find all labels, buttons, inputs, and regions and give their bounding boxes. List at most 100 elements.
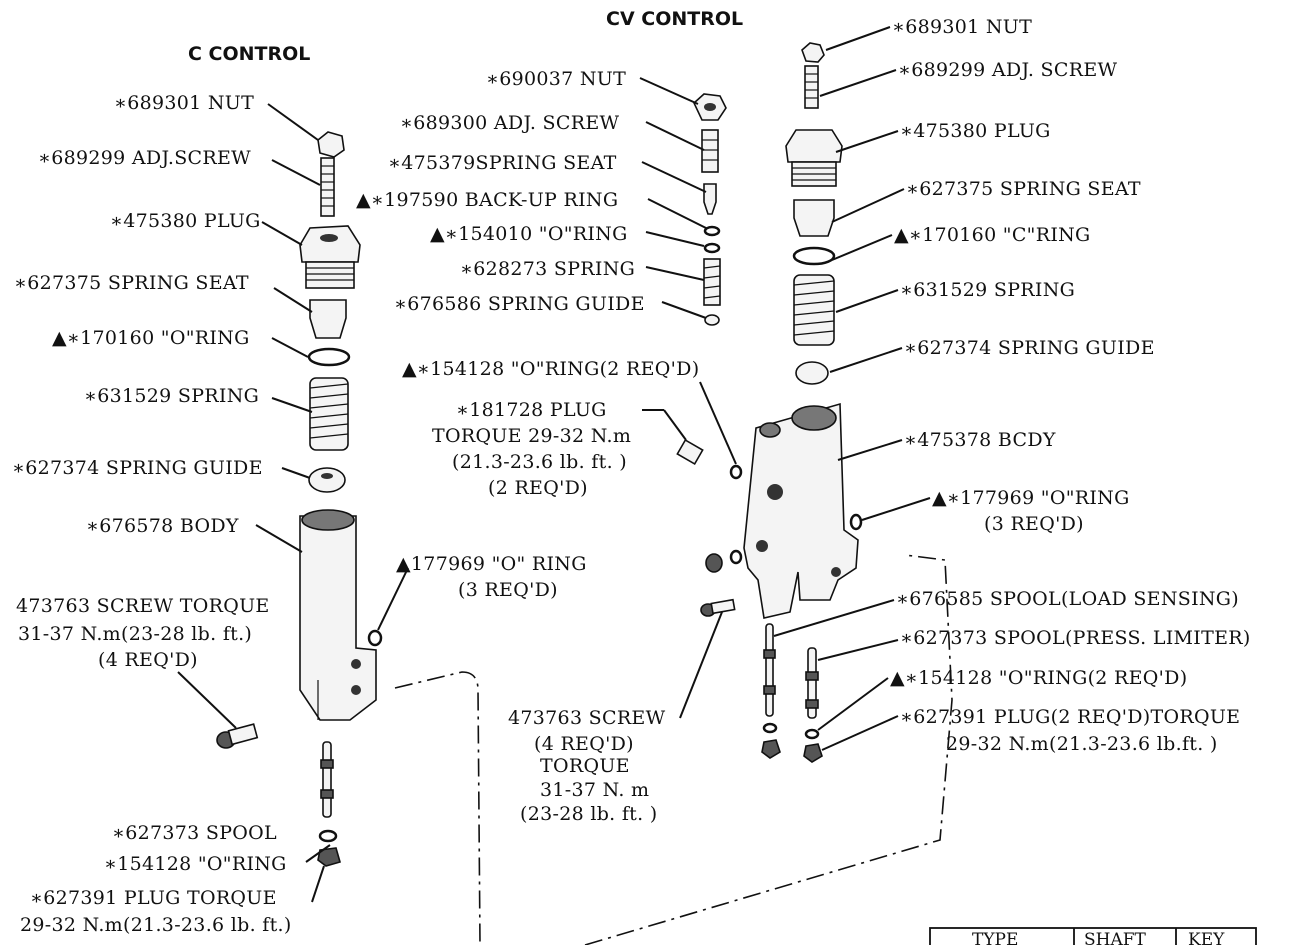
c-o-ring-part bbox=[307, 347, 351, 367]
c-nut-part bbox=[317, 131, 345, 158]
cv-plug-label: ∗475380 PLUG bbox=[900, 120, 1051, 142]
c-plug-part bbox=[299, 225, 361, 289]
c-177969-o-ring-label: ▲177969 "O" RING bbox=[396, 553, 587, 575]
cv-nut-label: ∗689301 NUT bbox=[892, 16, 1032, 38]
cv-control-labels: ∗689301 NUT ∗689299 ADJ. SCREW ∗475380 P… bbox=[890, 16, 1251, 755]
type-shaft-key-table: TYPE SHAFT KEY bbox=[929, 927, 1257, 945]
mid-screw-part bbox=[700, 598, 736, 617]
mid-spring-label: ∗628273 SPRING bbox=[460, 258, 635, 280]
cv-press-limiter-spool-label: ∗627373 SPOOL(PRESS. LIMITER) bbox=[900, 627, 1251, 649]
mid-screw-label: 473763 SCREW bbox=[508, 707, 666, 729]
c-control-labels: ∗689301 NUT ∗689299 ADJ.SCREW ∗475380 PL… bbox=[12, 92, 587, 936]
mid-adj-screw-part bbox=[701, 129, 719, 173]
cv-leaders bbox=[773, 26, 931, 751]
cv-154128-o-ring-label: ▲∗154128 "O"RING(2 REQ'D) bbox=[890, 667, 1187, 689]
c-177969-qty-label: (3 REQ'D) bbox=[458, 579, 558, 601]
cv-spring-seat-label: ∗627375 SPRING SEAT bbox=[906, 178, 1141, 200]
cv-spring-label: ∗631529 SPRING bbox=[900, 279, 1075, 301]
cv-body-label: ∗475378 BCDY bbox=[904, 429, 1056, 451]
c-control-leaders bbox=[177, 103, 409, 903]
c-spool-part bbox=[320, 741, 334, 818]
cv-c-ring-label: ▲∗170160 "C"RING bbox=[894, 224, 1091, 246]
mid-spring-guide-label: ∗676586 SPRING GUIDE bbox=[394, 293, 645, 315]
mid-spring-guide-part bbox=[704, 314, 720, 326]
mid-screw-qty-label: (4 REQ'D) bbox=[534, 733, 634, 755]
mid-nut-label: ∗690037 NUT bbox=[486, 68, 626, 90]
table-header-type: TYPE bbox=[972, 930, 1018, 945]
mid-o-ring-label: ▲∗154010 "O"RING bbox=[430, 223, 628, 245]
c-screw-label: 473763 SCREW TORQUE bbox=[16, 595, 270, 617]
mid-spring-seat-label: ∗475379SPRING SEAT bbox=[388, 152, 617, 174]
mid-spring-seat-part bbox=[703, 183, 717, 215]
cv-control-parts bbox=[705, 42, 863, 763]
c-body-part bbox=[299, 509, 377, 721]
mid-plug-part bbox=[676, 438, 704, 466]
middle-parts bbox=[676, 93, 743, 617]
c-adj-screw-part bbox=[320, 157, 335, 217]
cv-body-part bbox=[743, 402, 859, 619]
mid-181728-qty-label: (2 REQ'D) bbox=[488, 477, 588, 499]
cv-load-sensing-spool-label: ∗676585 SPOOL(LOAD SENSING) bbox=[896, 588, 1239, 610]
cv-side-plug-part bbox=[705, 549, 743, 573]
mid-plug-o-ring-part bbox=[729, 464, 743, 480]
mid-adj-screw-label: ∗689300 ADJ. SCREW bbox=[400, 112, 619, 134]
mid-leaders bbox=[639, 77, 737, 719]
c-spring-part bbox=[309, 377, 349, 451]
cv-control-header: CV CONTROL bbox=[606, 8, 743, 30]
mid-181728-torque-label: TORQUE 29-32 N.m bbox=[432, 425, 631, 447]
mid-back-up-ring-part bbox=[703, 225, 721, 237]
cv-plug-part bbox=[785, 129, 843, 187]
cv-627391-torque-label: 29-32 N.m(21.3-23.6 lb.ft. ) bbox=[946, 733, 1218, 755]
c-body-label: ∗676578 BODY bbox=[86, 515, 239, 537]
c-small-o-ring-part bbox=[367, 629, 383, 647]
cv-spring-part bbox=[793, 274, 835, 346]
cv-c-ring-part bbox=[792, 246, 836, 266]
mid-screw-torque-word-label: TORQUE bbox=[540, 755, 630, 777]
cv-nut-part bbox=[801, 42, 825, 63]
mid-154128-o-ring-label: ▲∗154128 "O"RING(2 REQ'D) bbox=[402, 358, 699, 380]
c-627391-plug-label: ∗627391 PLUG TORQUE bbox=[30, 887, 277, 909]
cv-adj-screw-part bbox=[804, 65, 819, 109]
dashed-boundary-left bbox=[394, 671, 481, 945]
c-screw-qty-label: (4 REQ'D) bbox=[98, 649, 198, 671]
mid-back-up-ring-label: ▲∗197590 BACK-UP RING bbox=[356, 189, 618, 211]
cv-load-sensing-spool-part bbox=[763, 623, 776, 717]
c-spool-label: ∗627373 SPOOL bbox=[112, 822, 277, 844]
c-spring-seat-part bbox=[309, 299, 347, 339]
mid-181728-plug-label: ∗181728 PLUG bbox=[456, 399, 607, 421]
cv-press-limiter-spool-part bbox=[805, 647, 819, 719]
c-screw-torque-label: 31-37 N.m(23-28 lb. ft.) bbox=[18, 623, 252, 645]
cv-bottom-plug-2 bbox=[803, 743, 823, 763]
c-o-ring-label: ▲∗170160 "O"RING bbox=[52, 327, 250, 349]
c-spring-label: ∗631529 SPRING bbox=[84, 385, 259, 407]
c-screw-part bbox=[216, 723, 259, 749]
cv-bottom-plug-1 bbox=[761, 739, 781, 759]
mid-181728-lbft-label: (21.3-23.6 lb. ft. ) bbox=[452, 451, 627, 473]
c-lower-o-ring-part bbox=[318, 829, 338, 843]
mid-spring-part bbox=[703, 258, 721, 306]
table-header-shaft: SHAFT bbox=[1084, 930, 1147, 945]
c-adj-screw-label: ∗689299 ADJ.SCREW bbox=[38, 147, 251, 169]
dashed-boundary-right bbox=[584, 554, 953, 945]
c-control-parts bbox=[216, 131, 383, 867]
c-154128-o-ring-label: ∗154128 "O"RING bbox=[104, 853, 287, 875]
c-spring-guide-part bbox=[308, 467, 346, 493]
cv-627391-plug-label: ∗627391 PLUG(2 REQ'D)TORQUE bbox=[900, 706, 1240, 728]
cv-spring-guide-part bbox=[795, 361, 829, 385]
c-control-header: C CONTROL bbox=[188, 43, 310, 65]
cv-spring-guide-label: ∗627374 SPRING GUIDE bbox=[904, 337, 1155, 359]
c-spring-guide-label: ∗627374 SPRING GUIDE bbox=[12, 457, 263, 479]
c-plug-bottom-part bbox=[317, 847, 341, 867]
cv-spring-seat-part bbox=[793, 199, 835, 237]
cv-adj-screw-label: ∗689299 ADJ. SCREW bbox=[898, 59, 1117, 81]
mid-screw-lbft-label: (23-28 lb. ft. ) bbox=[520, 803, 658, 825]
c-plug-label: ∗475380 PLUG bbox=[110, 210, 261, 232]
cv-177969-qty-label: (3 REQ'D) bbox=[984, 513, 1084, 535]
cv-o-ring-part bbox=[849, 513, 863, 531]
cv-177969-o-ring-label: ▲∗177969 "O"RING bbox=[932, 487, 1130, 509]
table-header-key: KEY bbox=[1188, 930, 1225, 945]
middle-labels: ∗690037 NUT ∗689300 ADJ. SCREW ∗475379SP… bbox=[356, 68, 699, 825]
c-nut-label: ∗689301 NUT bbox=[114, 92, 254, 114]
